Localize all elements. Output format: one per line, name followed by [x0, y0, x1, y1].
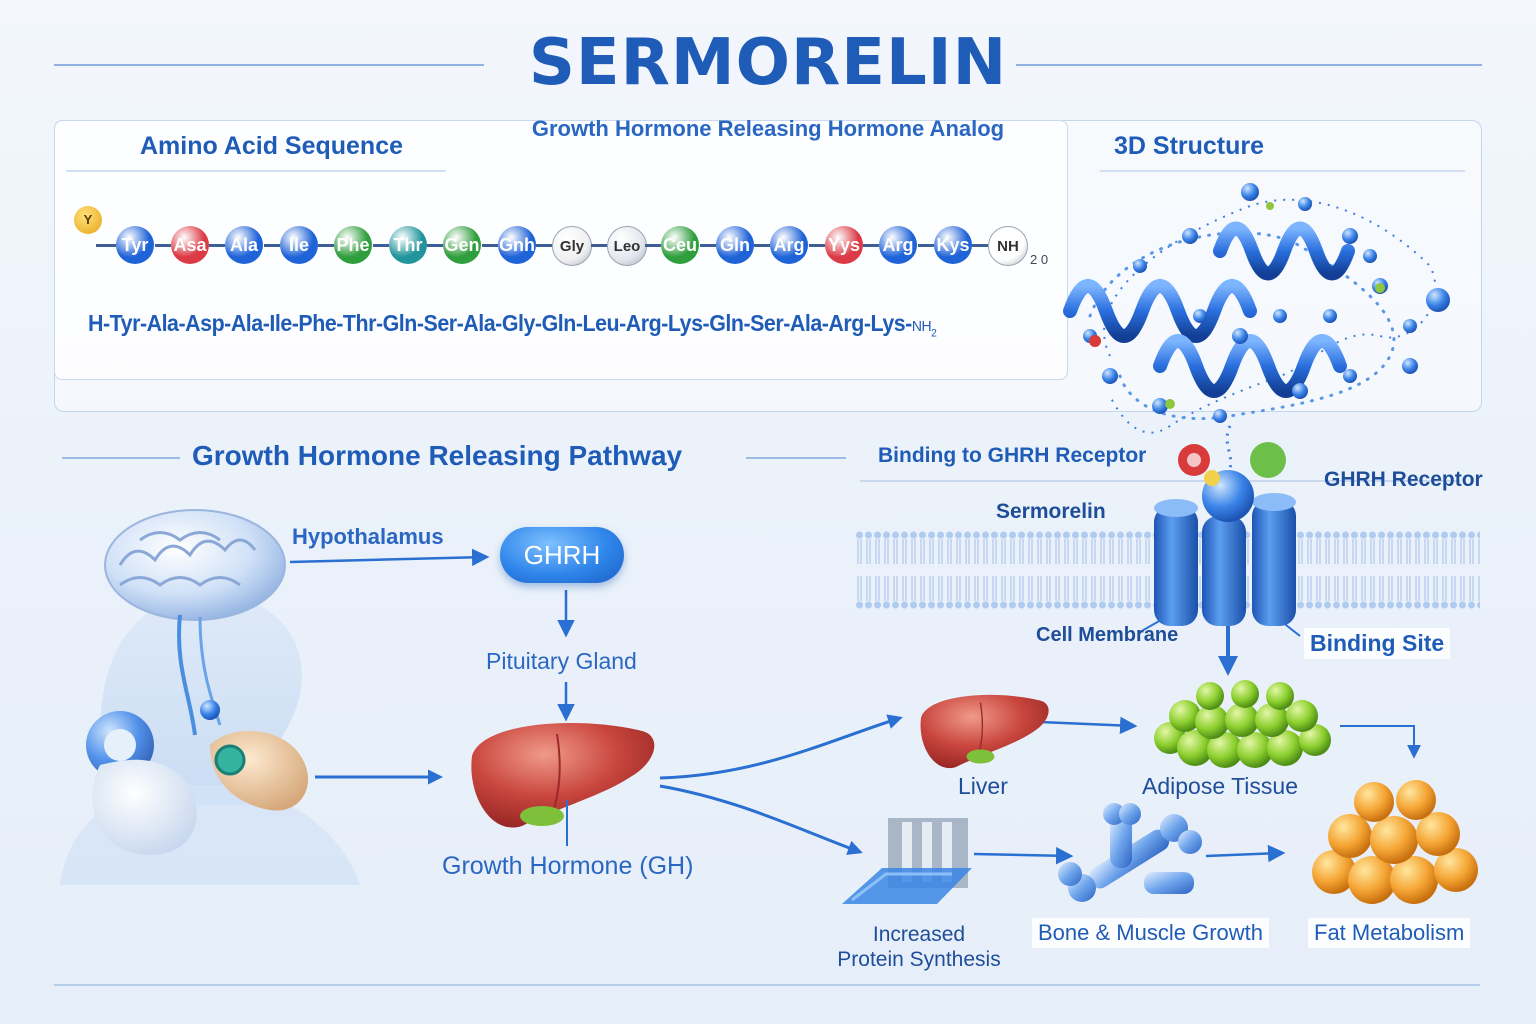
hypothalamus-label: Hypothalamus: [292, 524, 444, 549]
fat-cells-icon: [1312, 780, 1478, 904]
pituitary-label: Pituitary Gland: [486, 648, 637, 674]
chain-link: [208, 244, 225, 247]
ghrh-node: GHRH: [500, 527, 624, 583]
cell-membrane-label: Cell Membrane: [1036, 624, 1179, 646]
chain-link: [263, 244, 280, 247]
amino-acid-bead: Gen: [443, 226, 481, 264]
amino-acid-bead: Kys: [934, 226, 972, 264]
sequence-string: H-Tyr-Ala-Asp-Ala-Ile-Phe-Thr-Gln-Ser-Al…: [88, 310, 912, 336]
chain-link: [917, 244, 934, 247]
liver-icon: [471, 723, 655, 828]
amino-acid-bead: Phe: [334, 226, 372, 264]
sequence-heading: Amino Acid Sequence: [140, 132, 404, 160]
brain-icon: [104, 509, 286, 621]
chain-link: [971, 244, 988, 247]
chain-link: [426, 244, 443, 247]
sermorelin-label: Sermorelin: [996, 500, 1106, 523]
pathway-rule-right: [746, 457, 846, 459]
amino-acid-bead: Ceu: [661, 226, 699, 264]
page-title: SERMORELIN: [528, 26, 1008, 100]
amino-acid-bead: Arg: [770, 226, 808, 264]
sequence-terminal: NH: [911, 318, 932, 335]
amino-acid-bead: Arg: [879, 226, 917, 264]
bottom-rule: [54, 984, 1480, 986]
chain-link: [699, 244, 716, 247]
structure-heading: 3D Structure: [1114, 132, 1265, 160]
protein-label-line1: Increased: [872, 923, 966, 946]
chain-link: [481, 244, 498, 247]
gh-connector: [566, 800, 568, 846]
chain-link: [862, 244, 879, 247]
liver-small-icon: [920, 694, 1049, 769]
chain-link: [590, 244, 607, 247]
chain-link: [96, 244, 116, 247]
pathway-heading: Growth Hormone Releasing Pathway: [192, 440, 683, 471]
amino-acid-bead: Ala: [225, 226, 263, 264]
amino-acid-bead: Ile: [280, 226, 318, 264]
amino-acid-bead: Leo: [607, 226, 647, 266]
chain-link: [154, 244, 171, 247]
chain-link: [372, 244, 389, 247]
title-right-rule: [1016, 64, 1482, 66]
receptor-icon: [1154, 442, 1296, 626]
chain-link: [753, 244, 770, 247]
amino-acid-bead: Asa: [171, 226, 209, 264]
chain-link: [808, 244, 825, 247]
pituitary-icon: [86, 700, 309, 855]
pathway-rule-left: [62, 457, 180, 459]
fat-metabolism-label: Fat Metabolism: [1308, 918, 1471, 948]
protein-label-line2: Protein Synthesis: [837, 948, 1001, 971]
protein-helix-icon: [1063, 183, 1450, 476]
amino-acid-bead: Gnh: [498, 226, 536, 264]
adipose-cells-icon: [1154, 680, 1331, 768]
head-silhouette-icon: [60, 509, 360, 885]
bone-muscle-label: Bone & Muscle Growth: [1032, 918, 1269, 948]
chain-link: [644, 244, 661, 247]
liver-label: Liver: [958, 773, 1008, 799]
binding-title: Binding to GHRH Receptor: [878, 444, 1147, 467]
bone-icon: [1058, 803, 1202, 902]
structure-heading-rule: [1100, 170, 1465, 172]
title-left-rule: [54, 64, 484, 66]
ghrh-receptor-label: GHRH Receptor: [1324, 468, 1483, 491]
protein-synthesis-icon: [842, 818, 972, 904]
sequence-heading-rule: [66, 170, 446, 172]
pathway-rule-divider: [860, 480, 1460, 482]
chain-link: [317, 244, 334, 247]
amino-acid-bead: Thr: [389, 226, 427, 264]
amino-acid-bead: Tyr: [116, 226, 154, 264]
sequence-terminal-sub: 2: [931, 327, 937, 340]
amino-acid-bead: Yys: [825, 226, 863, 264]
sequence-text: H-Tyr-Ala-Asp-Ala-Ile-Phe-Thr-Gln-Ser-Al…: [88, 310, 937, 340]
sequence-start-marker: Y: [74, 206, 102, 234]
amino-acid-bead: Gln: [716, 226, 754, 264]
chain-link: [535, 244, 552, 247]
amino-acid-bead: NH: [988, 226, 1028, 266]
page-subtitle: Growth Hormone Releasing Hormone Analog: [531, 116, 1005, 141]
growth-hormone-label: Growth Hormone (GH): [442, 852, 694, 880]
protein-synthesis-label: Increased Protein Synthesis: [836, 922, 1002, 972]
chain-end-subscript: 2 0: [1030, 252, 1049, 267]
adipose-label: Adipose Tissue: [1142, 773, 1298, 799]
binding-site-label: Binding Site: [1304, 628, 1451, 659]
